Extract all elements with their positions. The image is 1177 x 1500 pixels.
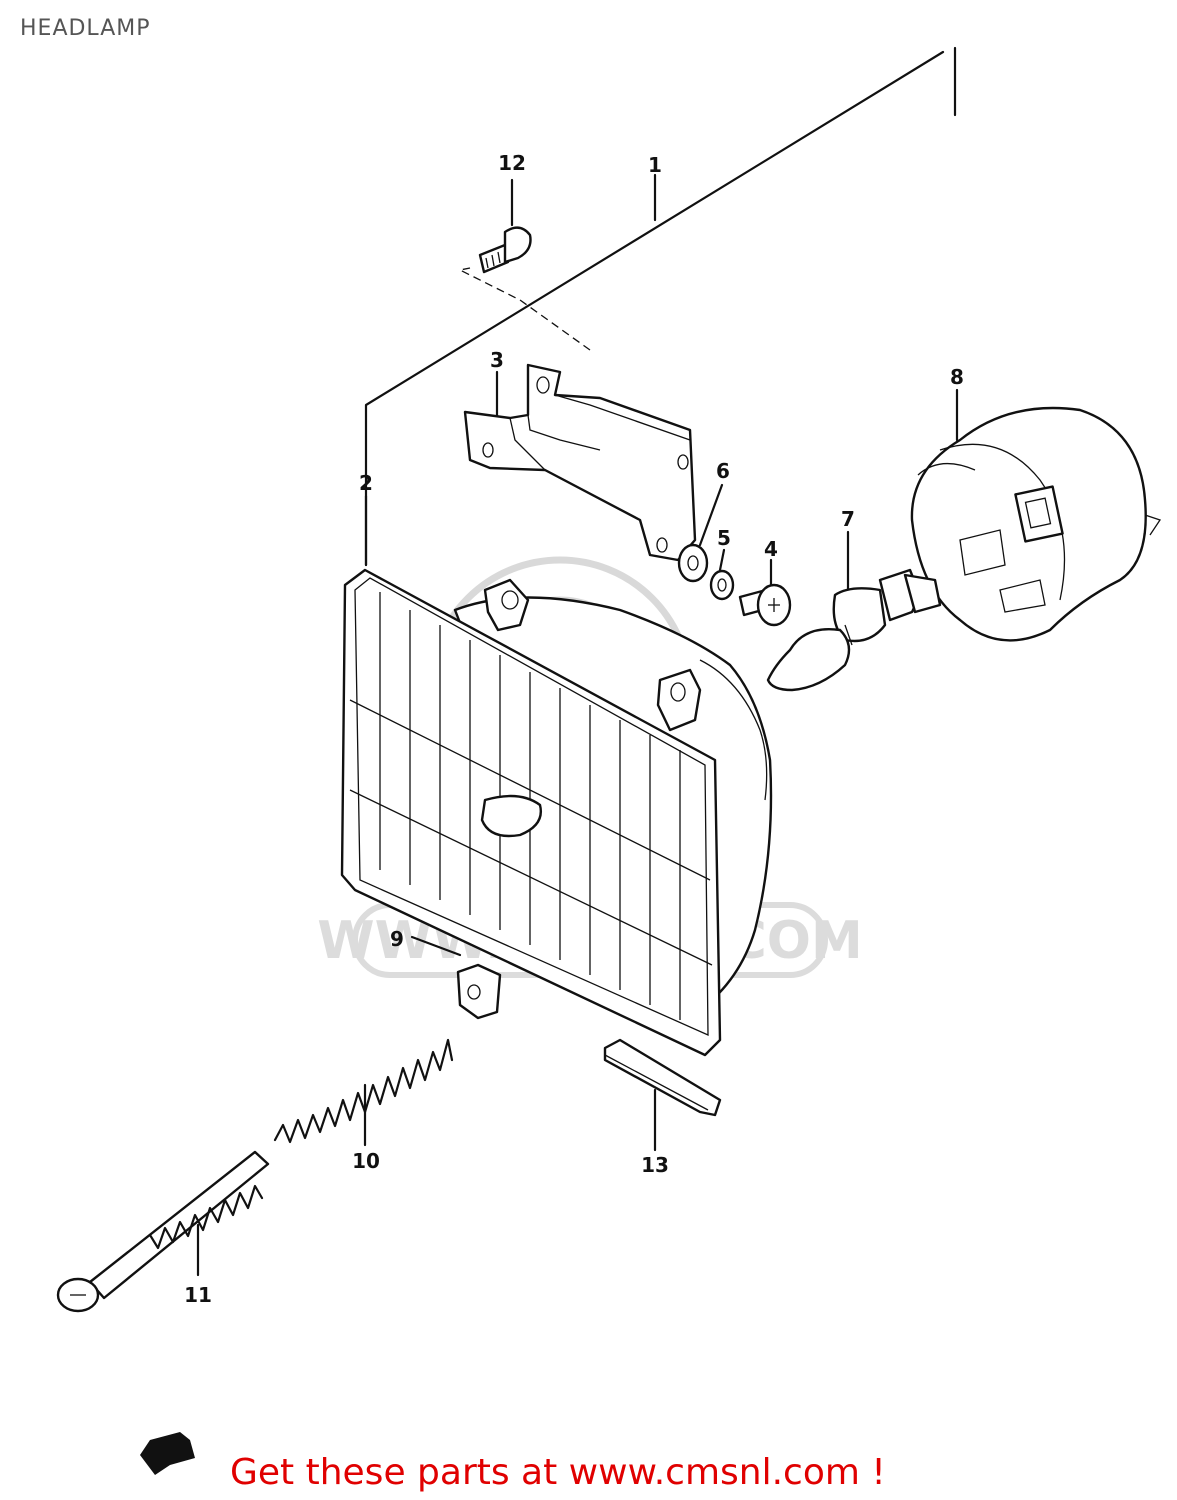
callout-2: 2 <box>359 471 373 495</box>
front-arrow-icon <box>140 1432 195 1475</box>
callout-10: 10 <box>352 1149 380 1173</box>
part-4-screw <box>738 558 792 627</box>
part-12-screw <box>478 178 532 274</box>
part-5-lock-washer <box>709 548 735 601</box>
part-11-adjusting-screw <box>56 1150 270 1313</box>
callout-13: 13 <box>641 1153 669 1177</box>
callout-labels: 1 2 3 4 5 6 7 8 9 10 11 12 13 <box>184 151 964 1307</box>
part-10-spring <box>273 1038 454 1147</box>
callout-4: 4 <box>764 537 778 561</box>
footer-link[interactable]: Get these parts at www.cmsnl.com ! <box>230 1452 886 1493</box>
callout-1: 1 <box>648 153 662 177</box>
page-title: HEADLAMP <box>20 16 151 41</box>
callout-7: 7 <box>841 507 855 531</box>
part-7-bulb <box>766 530 942 692</box>
callout-6: 6 <box>716 459 730 483</box>
part-6-washer <box>677 483 724 583</box>
callout-3: 3 <box>490 348 504 372</box>
part-8-socket-cover <box>910 388 1162 642</box>
part-13-strip <box>603 1038 722 1152</box>
callout-5: 5 <box>717 526 731 550</box>
part-9-nut-clip <box>410 935 502 1020</box>
callout-9: 9 <box>390 927 404 951</box>
callout-8: 8 <box>950 365 964 389</box>
callout-11: 11 <box>184 1283 212 1307</box>
part-2-headlamp-unit <box>340 494 773 1057</box>
part-3-bracket <box>463 363 697 562</box>
callout-12: 12 <box>498 151 526 175</box>
